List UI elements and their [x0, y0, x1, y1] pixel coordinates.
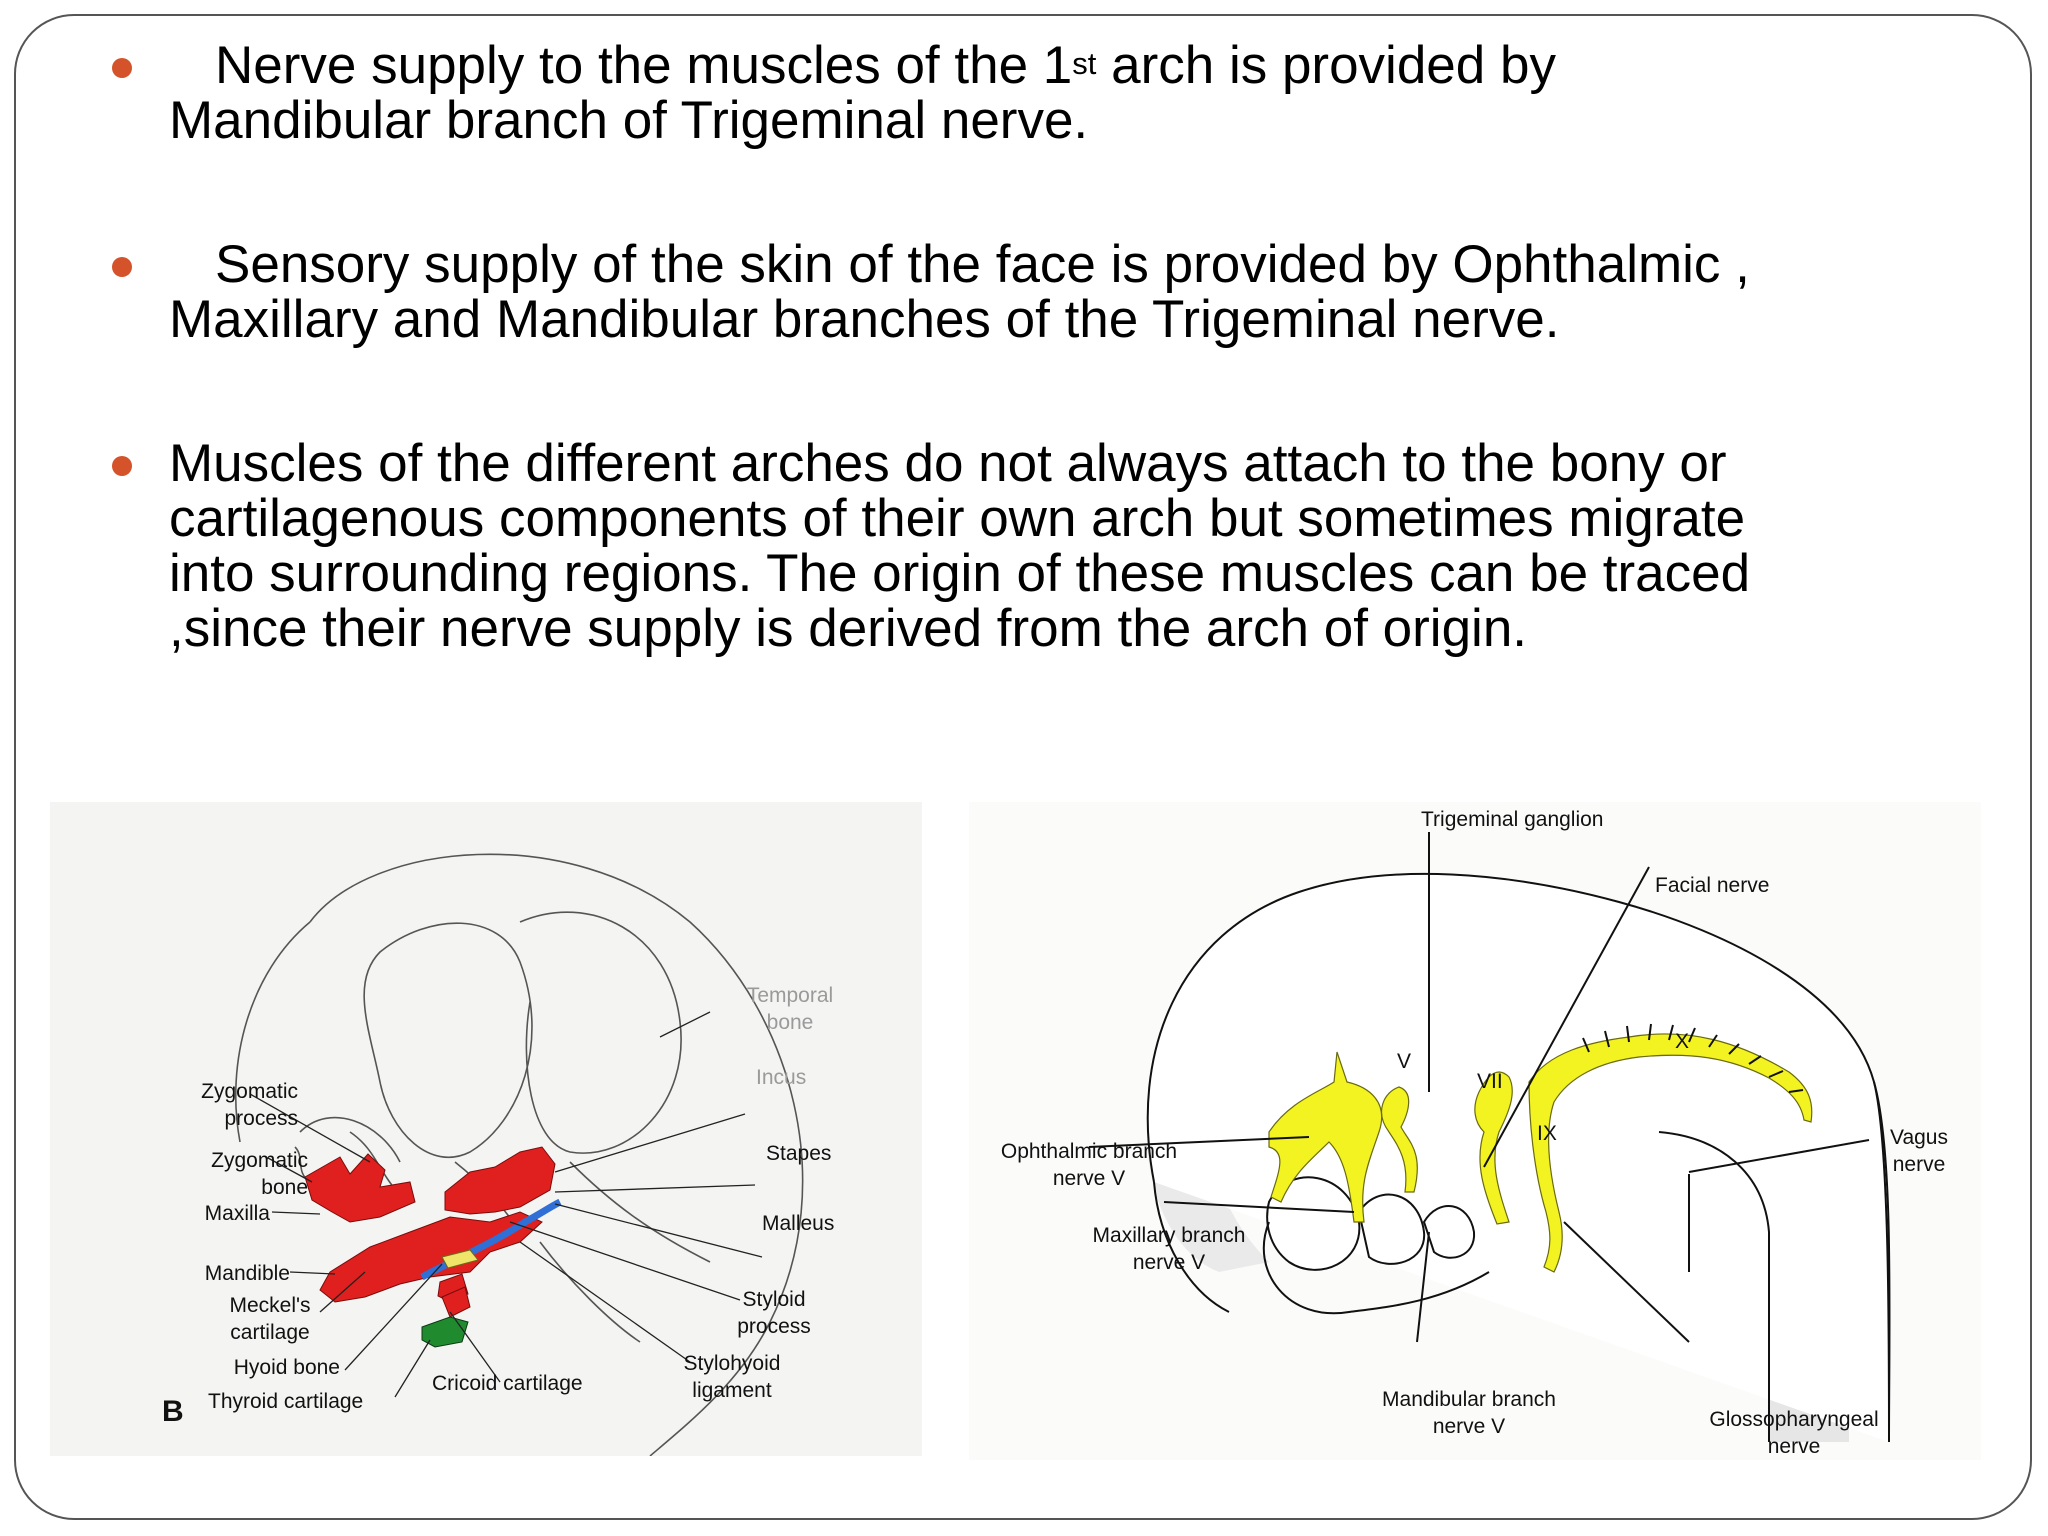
bullet-item-2: Sensory supply of the skin of the face i… — [105, 237, 1985, 347]
label-roman-ix: IX — [1537, 1122, 1557, 1145]
bullet-1-line-2: Mandibular branch of Trigeminal nerve. — [169, 91, 1089, 150]
embryo-nerve-drawing — [1088, 832, 1891, 1443]
label-roman-vii: VII — [1477, 1070, 1503, 1093]
bullet-dot-icon — [112, 257, 132, 277]
bullet-dot-icon — [112, 456, 132, 476]
label-roman-v: V — [1397, 1050, 1412, 1073]
bullet-3-line-2: cartilagenous components of their own ar… — [169, 489, 1746, 548]
bullet-1-superscript: st — [1072, 46, 1097, 81]
cranial-nerves-embryo-figure: Trigeminal ganglion Facial nerve V VII I… — [969, 802, 1981, 1460]
bullet-3-line-4: ,since their nerve supply is derived fro… — [169, 599, 1528, 658]
bullet-item-1: Nerve supply to the muscles of the 1st a… — [105, 38, 1985, 148]
skull-drawing — [234, 853, 804, 1456]
bullet-3-line-1: Muscles of the different arches do not a… — [169, 434, 1727, 493]
label-cricoid-cartilage: Cricoid cartilage — [432, 1372, 583, 1395]
label-trigeminal-ganglion: Trigeminal ganglion — [1421, 808, 1604, 831]
label-malleus: Malleus — [762, 1212, 835, 1235]
bullet-3-line-3: into surrounding regions. The origin of … — [169, 544, 1751, 603]
bullet-list: Nerve supply to the muscles of the 1st a… — [105, 38, 1985, 656]
bullet-1-text-b: arch is provided by — [1096, 36, 1556, 95]
label-maxilla: Maxilla — [204, 1202, 270, 1225]
label-stapes: Stapes — [766, 1142, 832, 1165]
label-roman-x: X — [1675, 1030, 1690, 1053]
label-thyroid-cartilage: Thyroid cartilage — [208, 1390, 364, 1413]
bullet-item-3: Muscles of the different arches do not a… — [105, 436, 1985, 656]
label-facial-nerve: Facial nerve — [1655, 874, 1770, 897]
label-mandible: Mandible — [204, 1262, 290, 1285]
panel-letter: B — [162, 1395, 184, 1428]
bullet-2-line-1: Sensory supply of the skin of the face i… — [215, 235, 1750, 294]
bullet-2-line-2: Maxillary and Mandibular branches of the… — [169, 290, 1560, 349]
bullet-dot-icon — [112, 58, 132, 78]
label-hyoid-bone: Hyoid bone — [233, 1356, 340, 1379]
bullet-1-text-a: Nerve supply to the muscles of the 1 — [215, 36, 1073, 95]
label-incus: Incus — [756, 1066, 807, 1089]
